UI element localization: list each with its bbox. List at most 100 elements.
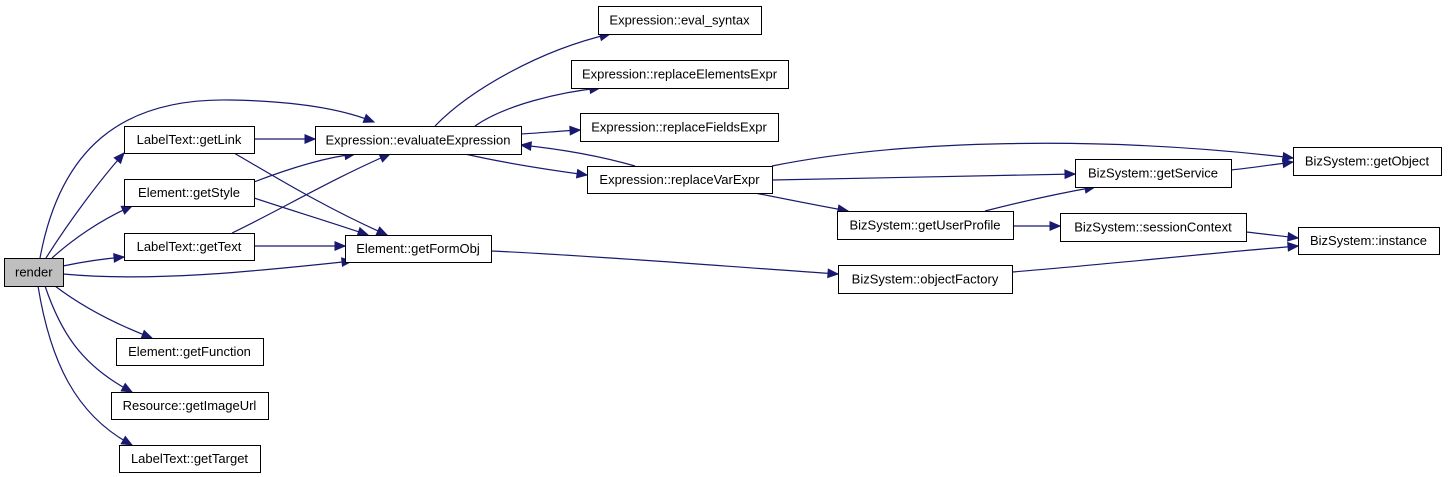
node-box	[571, 60, 789, 89]
arrowhead	[827, 268, 840, 279]
edge-line	[54, 285, 153, 339]
arrowhead	[120, 435, 134, 446]
edge-render-to-getImageUrl	[44, 285, 134, 393]
edge-line	[44, 285, 133, 393]
node-getStyle[interactable]: Element::getStyle	[124, 179, 255, 207]
node-label: Expression::eval_syntax	[609, 13, 750, 28]
node-replaceFieldsExpr[interactable]: Expression::replaceFieldsExpr	[580, 113, 779, 142]
node-label: LabelText::getTarget	[131, 451, 248, 466]
node-box	[119, 445, 261, 473]
node-getService[interactable]: BizSystem::getService	[1075, 159, 1232, 188]
node-getFunction[interactable]: Element::getFunction	[116, 338, 264, 366]
node-box	[4, 258, 64, 287]
node-box	[116, 338, 264, 366]
arrowhead	[304, 134, 317, 144]
node-sessionContext[interactable]: BizSystem::sessionContext	[1060, 213, 1247, 242]
edge-getService-to-getObject	[1230, 158, 1295, 171]
edge-render-to-getStyle	[51, 205, 134, 259]
arrowhead	[120, 205, 134, 215]
edge-line	[62, 260, 353, 278]
edge-line	[771, 142, 1294, 167]
edge-render-to-getFunction	[54, 285, 154, 339]
edge-line	[434, 33, 611, 127]
node-box	[315, 126, 522, 155]
node-label: LabelText::getLink	[137, 132, 242, 147]
edge-line	[45, 152, 125, 259]
node-objectFactory[interactable]: BizSystem::objectFactory	[838, 265, 1013, 294]
arrowhead	[378, 153, 392, 163]
node-box	[1293, 147, 1442, 176]
node-box	[1075, 159, 1232, 188]
node-box	[598, 6, 762, 35]
edge-line	[39, 99, 375, 259]
edge-getFormObj-to-objectFactory	[490, 250, 840, 279]
node-getUserProfile[interactable]: BizSystem::getUserProfile	[837, 211, 1014, 240]
node-label: BizSystem::getService	[1088, 166, 1218, 181]
node-box	[124, 233, 255, 261]
node-replaceVarExpr[interactable]: Expression::replaceVarExpr	[587, 166, 773, 194]
node-box	[124, 179, 255, 207]
arrowhead	[1287, 231, 1300, 242]
edge-line	[37, 285, 133, 446]
node-getFormObj[interactable]: Element::getFormObj	[345, 235, 492, 263]
edge-line	[1011, 245, 1299, 273]
edge-evaluateExpression-to-replaceVarExpr	[464, 153, 589, 179]
node-label: render	[15, 265, 53, 280]
arrowhead	[362, 113, 376, 123]
edge-getText-to-getFormObj	[254, 241, 347, 251]
edge-line	[754, 192, 849, 212]
edge-line	[771, 173, 1076, 181]
node-getText[interactable]: LabelText::getText	[124, 233, 255, 261]
edge-getStyle-to-getFormObj	[253, 197, 370, 237]
node-box	[124, 126, 255, 154]
arrowhead	[575, 168, 589, 179]
arrowhead	[1287, 241, 1300, 252]
node-eval_syntax[interactable]: Expression::eval_syntax	[598, 6, 762, 35]
node-getTarget[interactable]: LabelText::getTarget	[119, 445, 261, 473]
edge-line	[231, 153, 391, 234]
edge-getLink-to-evaluateExpression	[254, 134, 317, 144]
edge-line	[51, 205, 133, 259]
edge-line	[474, 87, 601, 127]
node-label: Expression::replaceVarExpr	[599, 172, 760, 187]
arrowhead	[1282, 151, 1295, 162]
node-label: Element::getFormObj	[356, 241, 480, 256]
arrowhead	[519, 141, 532, 151]
node-box	[1060, 213, 1247, 242]
edge-line	[490, 250, 839, 275]
node-evaluateExpression[interactable]: Expression::evaluateExpression	[315, 126, 522, 155]
node-getLink[interactable]: LabelText::getLink	[124, 126, 255, 154]
arrowhead	[356, 226, 370, 237]
edge-line	[520, 144, 636, 167]
edge-objectFactory-to-instance	[1011, 241, 1300, 273]
edge-replaceVarExpr-to-getService	[771, 169, 1077, 181]
edge-render-to-getText	[62, 252, 126, 267]
node-label: BizSystem::objectFactory	[852, 272, 999, 287]
arrowhead	[113, 152, 125, 165]
node-replaceElementsExpr[interactable]: Expression::replaceElementsExpr	[571, 60, 789, 89]
node-label: BizSystem::sessionContext	[1074, 220, 1232, 235]
node-label: LabelText::getText	[137, 239, 242, 254]
edge-line	[984, 186, 1096, 212]
graph-nodes: render LabelText::getLinkElement::getStyl…	[4, 6, 1442, 473]
node-getObject[interactable]: BizSystem::getObject	[1293, 147, 1442, 176]
edge-replaceVarExpr-to-getObject	[771, 142, 1295, 167]
arrowhead	[140, 329, 154, 339]
arrowhead	[375, 226, 389, 236]
node-label: Element::getStyle	[138, 185, 240, 200]
arrowhead	[1281, 158, 1295, 169]
arrowhead	[569, 125, 582, 136]
edge-line	[253, 197, 369, 236]
edge-replaceVarExpr-to-getUserProfile	[754, 192, 850, 214]
node-render[interactable]: render	[4, 258, 64, 287]
node-getImageUrl[interactable]: Resource::getImageUrl	[111, 392, 269, 420]
node-label: Element::getFunction	[128, 344, 251, 359]
edge-render-to-getTarget	[37, 285, 134, 446]
node-box	[1298, 227, 1440, 255]
arrowhead	[1049, 221, 1062, 231]
node-label: Resource::getImageUrl	[123, 398, 257, 413]
edge-line	[253, 153, 356, 183]
node-label: BizSystem::getUserProfile	[850, 218, 1001, 233]
node-instance[interactable]: BizSystem::instance	[1298, 227, 1440, 255]
edge-render-to-evaluateExpression	[39, 99, 376, 259]
